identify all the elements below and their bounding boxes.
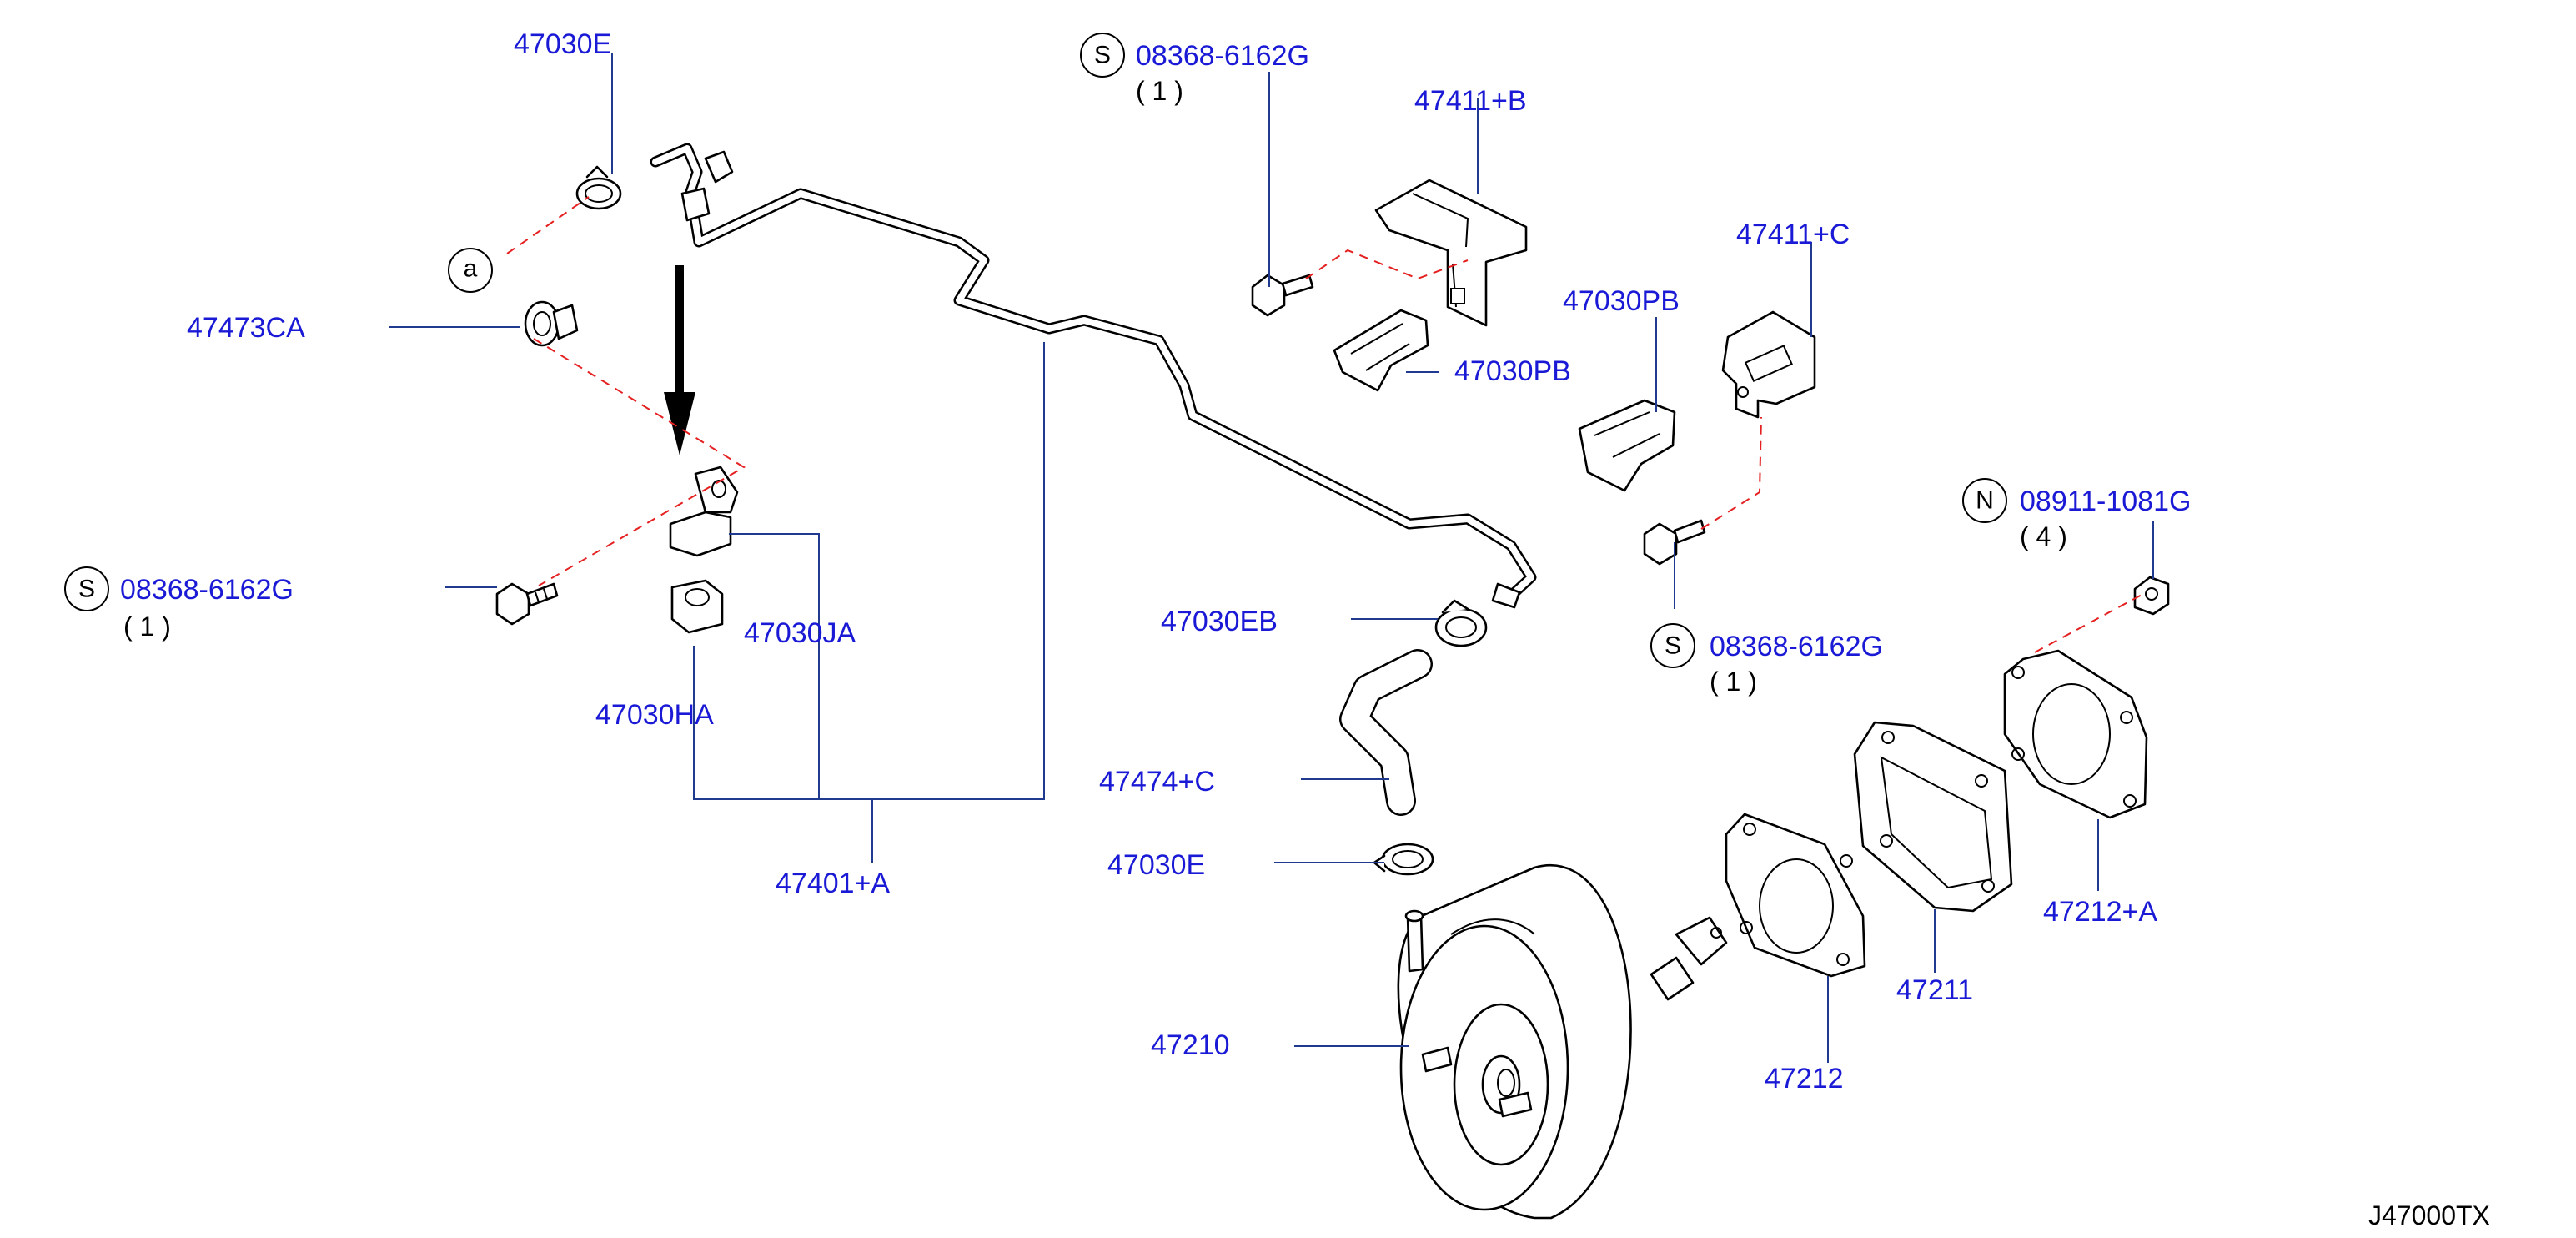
vacuum-hose-47474c[interactable] — [1339, 649, 1433, 816]
spacer-47211[interactable] — [1853, 721, 2013, 913]
label-47030eb[interactable]: 47030EB — [1161, 606, 1278, 637]
bolt-08368-6162g-left[interactable] — [495, 582, 559, 626]
label-08368-6162g-left[interactable]: 08368-6162G — [120, 574, 294, 606]
screw-badge-top: S — [1080, 33, 1125, 78]
nut-badge: N — [1962, 478, 2007, 523]
label-08368-6162g-right[interactable]: 08368-6162G — [1710, 631, 1883, 662]
hose-clamp-47030e-top[interactable] — [575, 165, 622, 210]
badge-a-letter: a — [464, 255, 478, 283]
hose-clamp-47030eb[interactable] — [1434, 599, 1488, 647]
label-08368-6162g-top[interactable]: 08368-6162G — [1136, 40, 1309, 72]
badge-s-letter: S — [1094, 42, 1111, 69]
screw-badge-left: S — [64, 566, 109, 611]
reference-badge-a: a — [448, 248, 493, 293]
part-labels: 47030E 47473CA 08368-6162G ( 1 ) 47030JA… — [120, 28, 2490, 1230]
label-47030e-lower[interactable]: 47030E — [1107, 849, 1205, 881]
qty-top: ( 1 ) — [1136, 76, 1183, 106]
bracket-47411c[interactable] — [1721, 310, 1816, 419]
label-47030pb-lower[interactable]: 47030PB — [1563, 285, 1680, 317]
clip-47030ja[interactable] — [669, 466, 739, 557]
gasket-47212a[interactable] — [2003, 649, 2148, 819]
label-47030ha[interactable]: 47030HA — [595, 699, 714, 731]
badge-n-letter: N — [1976, 487, 1994, 515]
badge-s-letter: S — [1665, 632, 1681, 660]
direction-arrow-icon — [664, 265, 695, 455]
grommet-47473ca[interactable] — [524, 300, 579, 347]
label-47212a[interactable]: 47212+A — [2043, 896, 2157, 928]
label-08911-1081g[interactable]: 08911-1081G — [2020, 486, 2191, 517]
gasket-47212[interactable] — [1725, 813, 1866, 978]
label-47474c[interactable]: 47474+C — [1099, 766, 1215, 798]
leader-lines — [389, 53, 2154, 1063]
label-47030ja[interactable]: 47030JA — [744, 617, 856, 649]
label-47211[interactable]: 47211 — [1896, 974, 1973, 1006]
qty-left: ( 1 ) — [123, 611, 171, 642]
screw-badge-right: S — [1650, 623, 1695, 668]
assembly-dashed-lines — [506, 196, 2144, 653]
label-47411c[interactable]: 47411+C — [1736, 219, 1850, 250]
bolt-08368-6162g-right[interactable] — [1643, 519, 1706, 566]
label-47210[interactable]: 47210 — [1151, 1029, 1230, 1061]
brake-booster-47210[interactable] — [1397, 864, 1728, 1220]
hose-clamp-47030e-lower[interactable] — [1373, 843, 1434, 876]
label-47212[interactable]: 47212 — [1765, 1063, 1844, 1095]
label-47411b[interactable]: 47411+B — [1414, 85, 1527, 117]
label-47030pb-upper[interactable]: 47030PB — [1454, 355, 1571, 387]
clip-47030ha[interactable] — [670, 579, 724, 634]
clip-47030pb-lower[interactable] — [1578, 399, 1676, 492]
qty-nut: ( 4 ) — [2020, 521, 2067, 551]
bracket-47411b[interactable] — [1374, 179, 1528, 327]
qty-right: ( 1 ) — [1710, 667, 1757, 697]
clip-47030pb-upper[interactable] — [1333, 309, 1429, 392]
diagram-code: J47000TX — [2368, 1200, 2490, 1230]
label-47401a[interactable]: 47401+A — [776, 868, 890, 899]
nut-08911-1081g[interactable] — [2133, 576, 2170, 616]
label-47030e-top[interactable]: 47030E — [514, 28, 611, 60]
badge-s-letter: S — [78, 576, 95, 603]
bolt-08368-6162g-top[interactable] — [1251, 274, 1314, 317]
vacuum-pipe-47401a[interactable] — [650, 143, 1537, 609]
label-47473ca[interactable]: 47473CA — [187, 312, 305, 344]
